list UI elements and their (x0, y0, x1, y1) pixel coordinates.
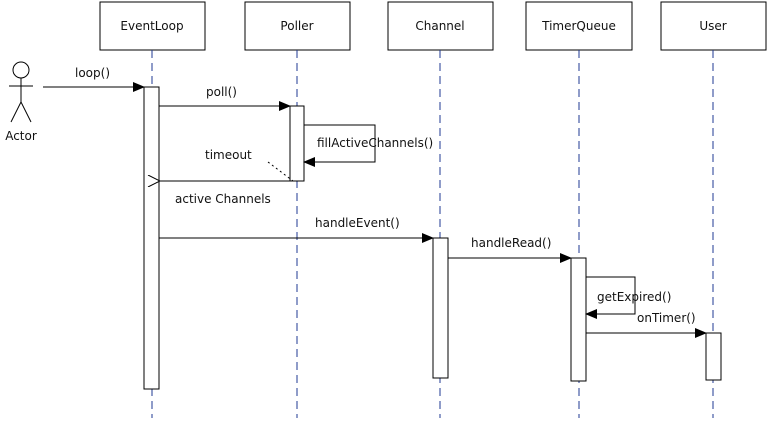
lifeline-eventloop-header (99, 1, 206, 51)
lifeline-eventloop: EventLoop (99, 1, 206, 418)
message-fill-active-channels-label: fillActiveChannels() (317, 136, 433, 150)
message-get-expired: getExpired() (585, 276, 671, 319)
message-on-timer: onTimer() (586, 311, 707, 338)
lifeline-channel-header (387, 1, 494, 51)
lifeline-user: User (660, 1, 767, 418)
message-get-expired-label: getExpired() (597, 290, 671, 304)
message-handle-read: handleRead() (448, 236, 572, 263)
actor-head-icon (12, 61, 30, 79)
lifeline-channel: Channel (387, 1, 494, 418)
lifeline-timerqueue-label: TimerQueue (541, 19, 616, 33)
message-poll: poll() (159, 85, 291, 111)
message-fill-active-channels-arrow (303, 124, 376, 167)
note-timeout-label: timeout (205, 148, 252, 162)
message-active-channels: active Channels (160, 181, 290, 206)
message-fill-active-channels: fillActiveChannels() (303, 124, 433, 167)
message-handle-event-label: handleEvent() (315, 216, 400, 230)
lifeline-timerqueue: TimerQueue (525, 1, 633, 418)
activation-channel (432, 237, 449, 379)
activation-user (705, 332, 722, 381)
lifeline-timerqueue-header (525, 1, 633, 51)
message-loop-label: loop() (75, 66, 110, 80)
note-timeout: timeout (205, 148, 294, 182)
message-handle-read-label: handleRead() (471, 236, 551, 250)
activation-poller (289, 105, 305, 182)
lifeline-eventloop-label: EventLoop (120, 19, 183, 33)
actor: Actor (5, 61, 37, 143)
message-on-timer-label: onTimer() (637, 311, 696, 325)
lifeline-channel-label: Channel (415, 19, 464, 33)
activation-eventloop (143, 86, 160, 390)
actor-left-leg (10, 101, 22, 123)
message-loop: loop() (43, 66, 145, 92)
actor-right-leg (20, 101, 32, 123)
message-poll-label: poll() (206, 85, 237, 99)
message-get-expired-arrow (585, 276, 636, 319)
lifeline-poller: Poller (244, 1, 351, 418)
lifeline-user-label: User (699, 19, 726, 33)
note-timeout-connector (267, 161, 294, 182)
activation-timerqueue (570, 257, 587, 382)
lifeline-poller-label: Poller (280, 19, 313, 33)
message-active-channels-label: active Channels (175, 192, 271, 206)
actor-label: Actor (5, 129, 37, 143)
message-handle-event: handleEvent() (159, 216, 434, 243)
